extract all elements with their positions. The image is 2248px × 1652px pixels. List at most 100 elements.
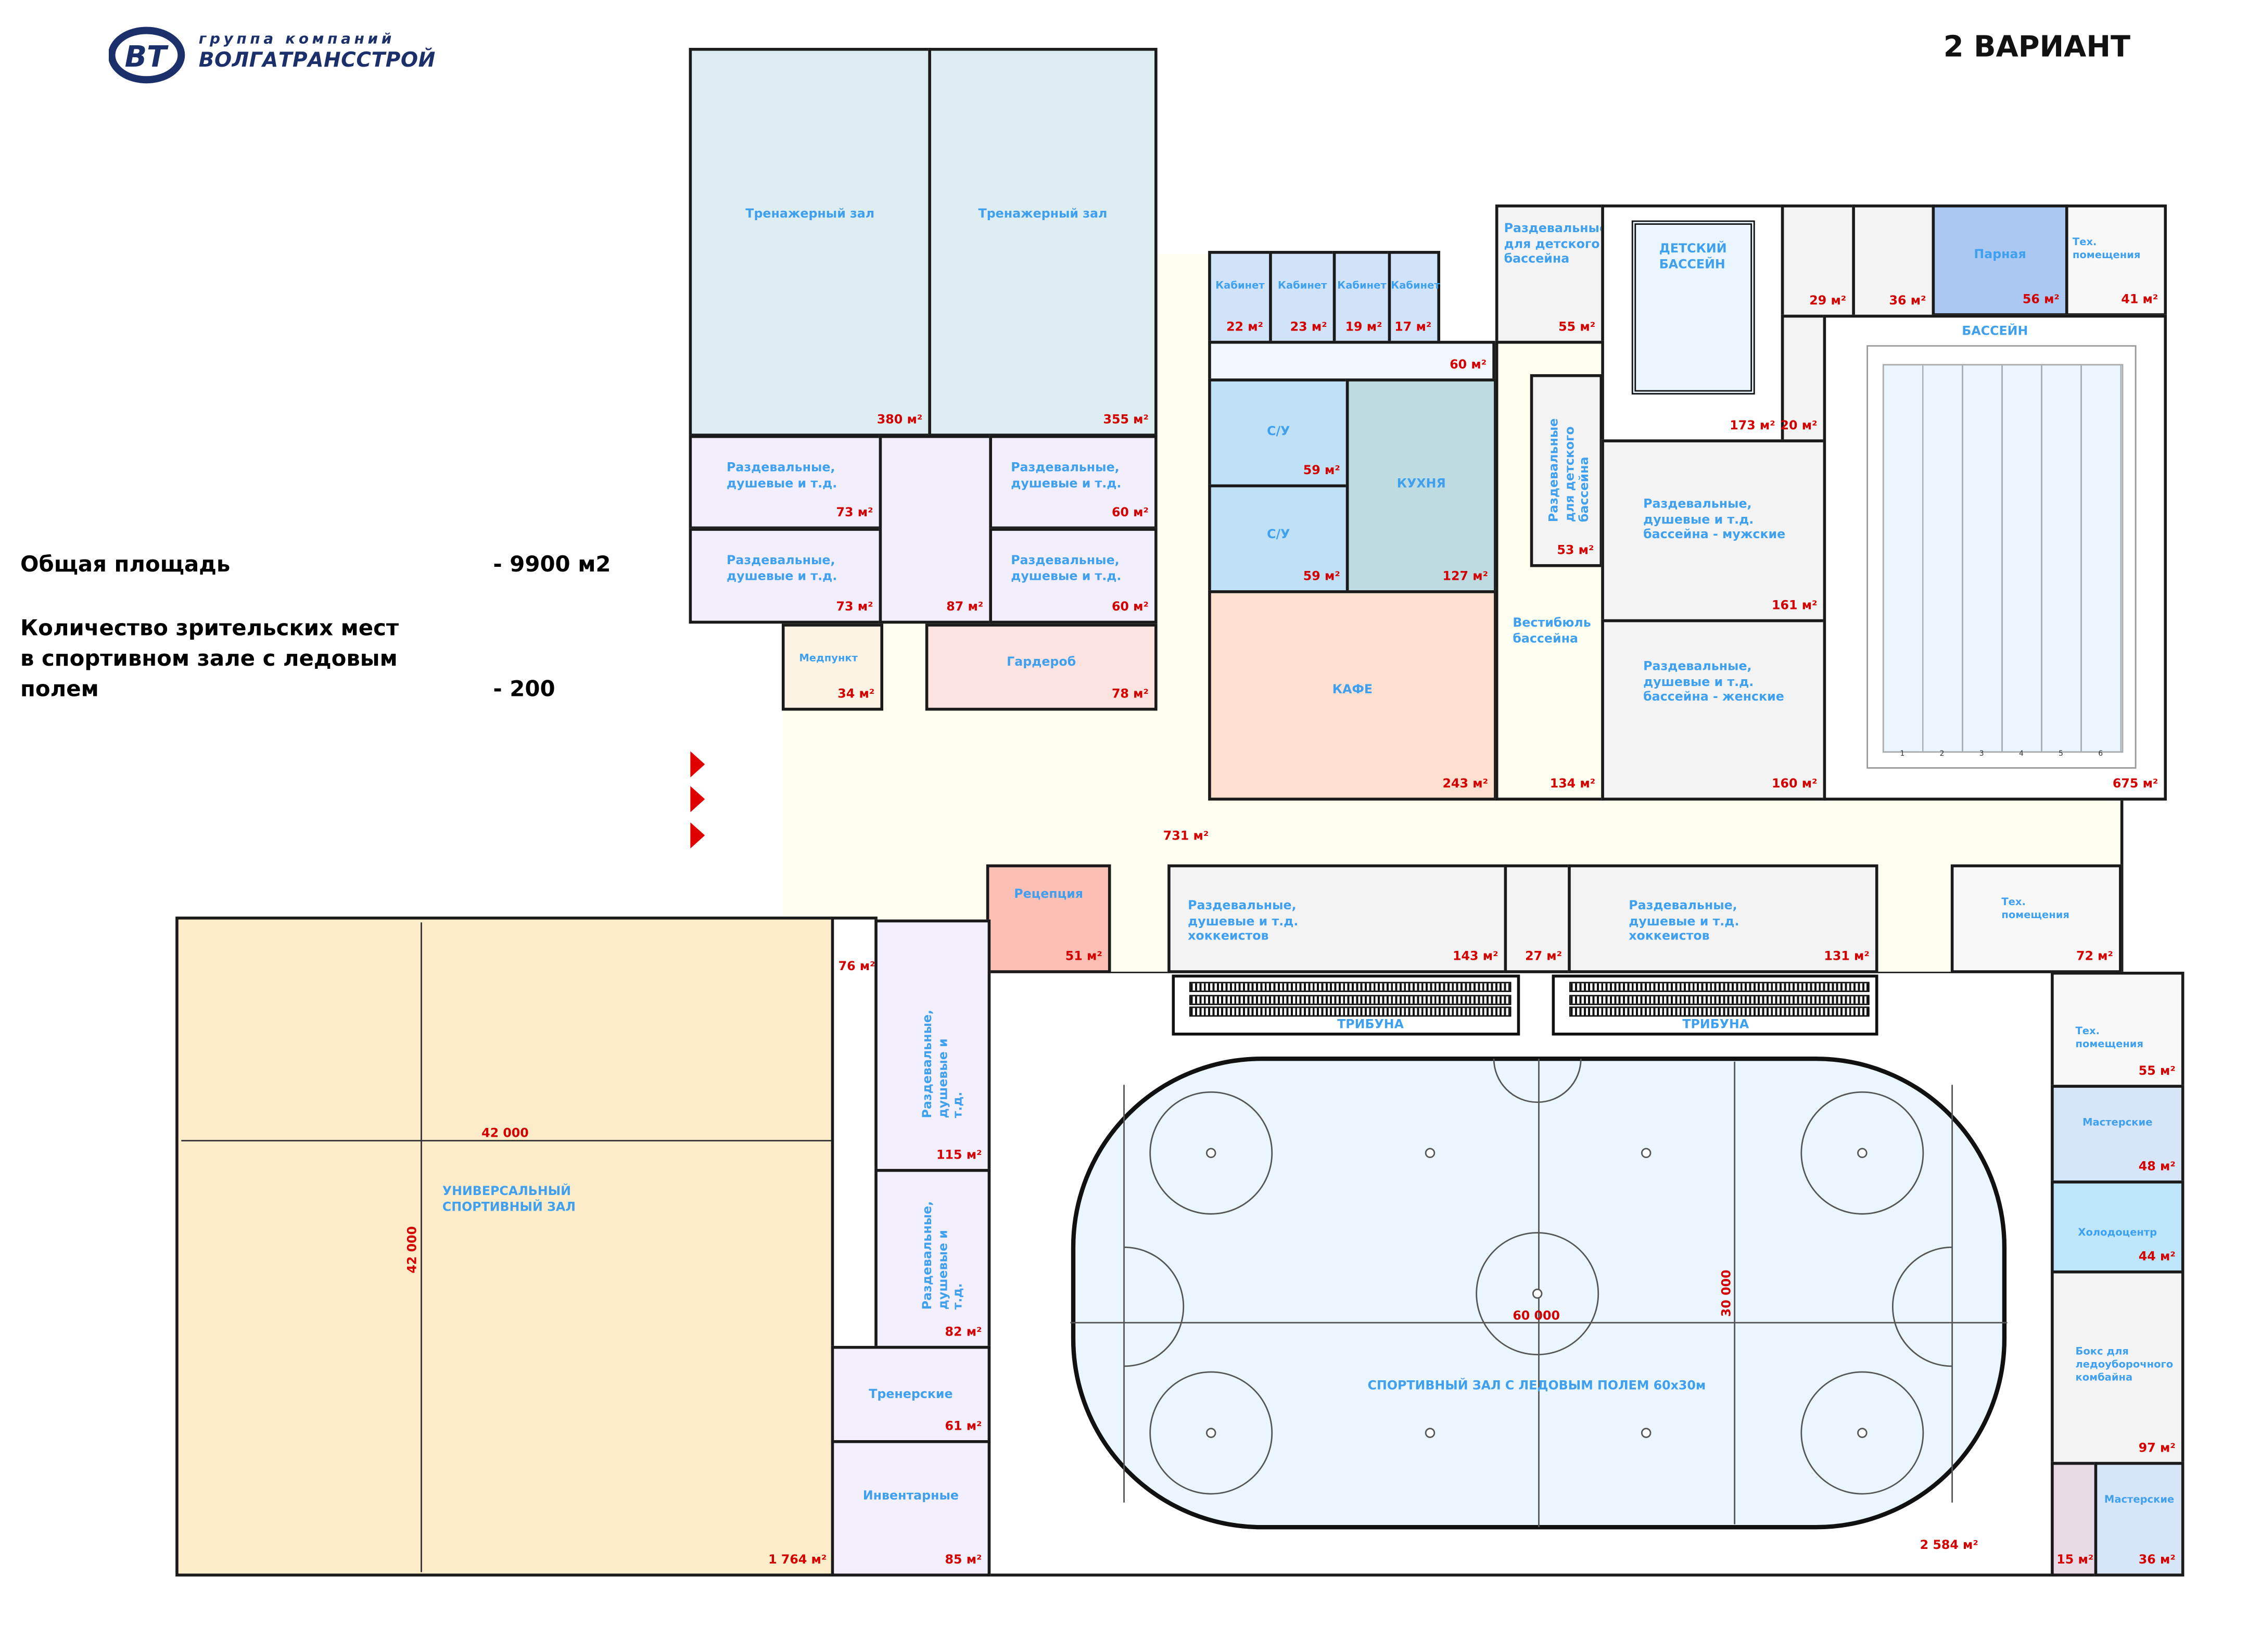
room-area: 87 м² (946, 600, 984, 615)
room-cafe: КАФЕ 243 м² (1208, 590, 1497, 801)
room-area: 243 м² (1442, 777, 1488, 792)
room-label: Раздевальные, душевые и т.д. (727, 554, 837, 584)
room-label: Тренерские (869, 1388, 953, 1403)
room-area: 380 м² (877, 413, 923, 428)
room-su1: С/У 59 м² (1208, 378, 1349, 488)
room-label: Тех. помещения (2001, 896, 2069, 921)
room-label: Тех. помещения (2072, 236, 2141, 261)
room-label: Гардероб (1007, 655, 1076, 670)
room-corr60: 60 м² (1208, 340, 1495, 382)
room-area: 22 м² (1226, 320, 1264, 335)
kids-pool-basin: ДЕТСКИЙ БАССЕЙН (1631, 220, 1755, 395)
room-label: С/У (1267, 425, 1290, 440)
lane-number: 5 (2059, 749, 2063, 759)
room-lockR2: Раздевальные, душевые и т.д.60 м² (989, 528, 1158, 624)
room-area: 2 584 м² (1920, 1539, 1978, 1554)
room-label: Кабинет (1337, 279, 1387, 292)
room-area: 160 м² (1772, 777, 1818, 792)
room-area: 173 м² (1730, 419, 1775, 434)
room-area: 82 м² (945, 1325, 982, 1340)
room-label: Инвентарные (862, 1489, 959, 1504)
logo-line2: ВОЛГАТРАНССТРОЙ (198, 49, 436, 73)
room-area: 73 м² (836, 600, 873, 615)
room-area: 53 м² (1557, 543, 1594, 558)
room-area: 17 м² (1394, 320, 1432, 335)
room-label: Раздевальные, душевые и т.д. (1011, 461, 1122, 491)
room-label: Раздевальные, душевые и т.д. бассейна - … (1643, 497, 1786, 543)
room-hock2: Раздевальные, душевые и т.д. хоккеистов 1… (1568, 864, 1878, 973)
ice-rink (1070, 1056, 2008, 1530)
room-area: 72 м² (2076, 950, 2113, 965)
room-area: 143 м² (1453, 950, 1498, 965)
room-area: 55 м² (2138, 1064, 2176, 1079)
room-corr76: 76 м² (831, 917, 878, 1352)
kids-pool-label: ДЕТСКИЙ БАССЕЙН (1659, 242, 1727, 272)
room-r15: 15 м² (2051, 1462, 2098, 1577)
total-area-label: Общая площадь (20, 551, 231, 578)
seats-value: - 200 (493, 676, 555, 702)
lane-number: 2 (1939, 749, 1945, 759)
room-label: Раздевальные, душевые и т.д. (921, 1009, 966, 1119)
room-label: Вестибюль бассейна (1513, 616, 1591, 646)
variant-title: 2 ВАРИАНТ (1943, 29, 2130, 64)
room-area: 115 м² (936, 1148, 982, 1163)
room-area: 29 м² (1809, 294, 1847, 309)
rink-title: СПОРТИВНЫЙ ЗАЛ С ЛЕДОВЫМ ПОЛЕМ 60x30м (1367, 1379, 1706, 1394)
rink-length-dimension: 60 000 (1513, 1310, 1560, 1325)
room-lock115: Раздевальные, душевые и т.д. 115 м² (874, 919, 991, 1172)
svg-text:ВТ: ВТ (125, 40, 169, 74)
room-label: Раздевальные, душевые и т.д. хоккеистов (1188, 899, 1299, 945)
uni-width-dimension: 42 000 (406, 1226, 421, 1274)
room-label: Кабинет (1215, 279, 1265, 292)
room-area: 59 м² (1303, 570, 1340, 584)
room-kidsLock2: Раздевальные для детского бассейна 53 м² (1530, 374, 1603, 567)
room-label: Раздевальные, душевые и т.д. хоккеистов (1629, 899, 1739, 945)
room-area: 675 м² (2112, 777, 2158, 792)
tribune-left: ТРИБУНА (1172, 974, 1520, 1036)
room-area: 15 м² (2056, 1553, 2094, 1568)
room-area: 27 м² (1525, 950, 1563, 965)
room-label: Кабинет (1278, 279, 1327, 292)
room-label: Парная (1974, 248, 2026, 263)
room-area: 59 м² (1303, 464, 1340, 479)
room-tech41: Тех. помещения 41 м² (2065, 204, 2167, 316)
room-label: Медпункт (799, 652, 858, 665)
room-area: 55 м² (1558, 320, 1596, 335)
room-area: 131 м² (1824, 950, 1870, 965)
room-label: КУХНЯ (1396, 477, 1446, 492)
room-label: Тренажерный зал (978, 207, 1108, 222)
room-area: 127 м² (1442, 570, 1488, 584)
room-hock1: Раздевальные, душевые и т.д. хоккеистов 1… (1167, 864, 1507, 973)
room-area: 76 м² (838, 960, 875, 975)
room-area: 41 м² (2121, 293, 2158, 308)
room-area: 1 764 м² (768, 1553, 827, 1568)
room-label: КАФЕ (1332, 683, 1373, 698)
room-label: Рецепция (1014, 887, 1084, 903)
room-label: Тренажерный зал (745, 207, 875, 222)
room-label: С/У (1267, 528, 1290, 543)
entrance-arrow-icon (690, 786, 705, 812)
room-r36: 36 м² (1852, 204, 1935, 318)
room-area: 44 м² (2138, 1250, 2176, 1265)
tribune-right-label: ТРИБУНА (1682, 1018, 1749, 1033)
room-label: Раздевальные для детского бассейна (1547, 418, 1593, 523)
room-area: 60 м² (1111, 506, 1149, 521)
uni-dim-lines-v (421, 922, 422, 1572)
tribune-right: ТРИБУНА (1552, 974, 1878, 1036)
seats-label: Количество зрительских мест в спортивном… (20, 615, 399, 702)
room-area: 60 м² (1450, 358, 1487, 373)
room-label: Мастерские (2082, 1116, 2153, 1128)
room-area: 20 м² (1780, 419, 1818, 434)
room-area: 56 м² (2022, 293, 2060, 308)
room-label: Раздевальные, душевые и т.д. бассейна - … (1643, 659, 1784, 705)
room-r29: 29 м² (1781, 204, 1855, 318)
